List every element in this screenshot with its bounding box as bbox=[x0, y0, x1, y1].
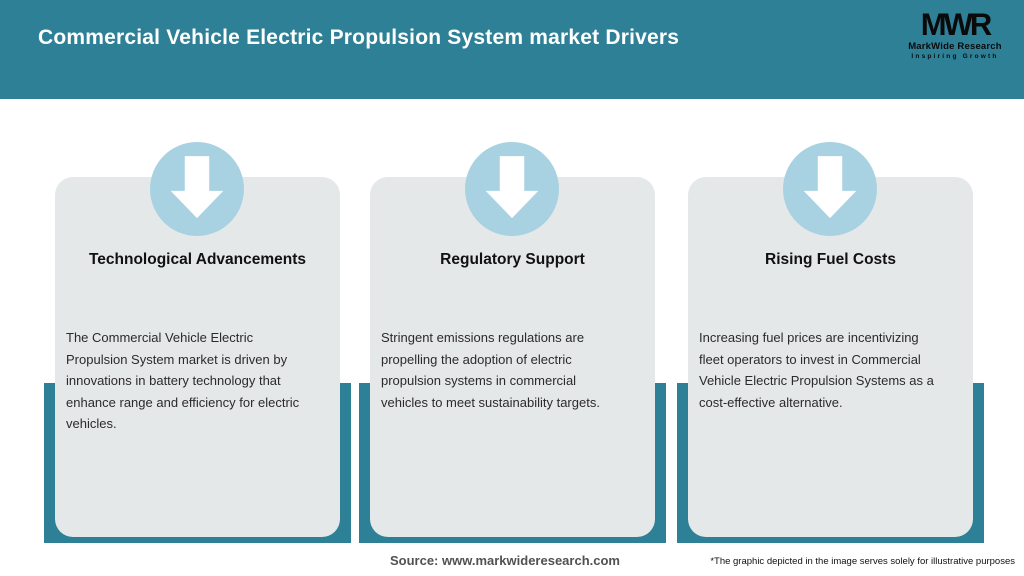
arrow-down-icon bbox=[783, 142, 877, 236]
card-description: Stringent emissions regulations are prop… bbox=[381, 330, 600, 410]
card-title: Technological Advancements bbox=[88, 251, 307, 268]
driver-card-rising-fuel-costs: Rising Fuel Costs Increasing fuel prices… bbox=[688, 177, 973, 537]
arrow-circle-3 bbox=[783, 142, 877, 236]
header-banner: Commercial Vehicle Electric Propulsion S… bbox=[0, 0, 1024, 99]
markwide-research-logo: MWR MarkWide Research Inspiring Growth bbox=[900, 6, 1010, 60]
arrow-down-icon bbox=[150, 142, 244, 236]
card-description: The Commercial Vehicle Electric Propulsi… bbox=[66, 330, 300, 431]
arrow-circle-1 bbox=[150, 142, 244, 236]
card-title: Rising Fuel Costs bbox=[765, 251, 896, 268]
card-description: Increasing fuel prices are incentivizing… bbox=[699, 330, 934, 410]
page-title: Commercial Vehicle Electric Propulsion S… bbox=[38, 26, 680, 49]
arrow-down-icon bbox=[465, 142, 559, 236]
card-title: Regulatory Support bbox=[440, 251, 585, 268]
logo-name: MarkWide Research bbox=[908, 41, 1002, 52]
logo-acronym: MWR bbox=[920, 6, 992, 43]
logo-tagline: Inspiring Growth bbox=[911, 53, 999, 60]
source-text: Source: www.markwideresearch.com bbox=[389, 553, 620, 568]
disclaimer-text: *The graphic depicted in the image serve… bbox=[710, 556, 1015, 567]
arrow-circle-2 bbox=[465, 142, 559, 236]
driver-card-technological-advancements: Technological Advancements The Commercia… bbox=[55, 177, 340, 537]
driver-card-regulatory-support: Regulatory Support Stringent emissions r… bbox=[370, 177, 655, 537]
